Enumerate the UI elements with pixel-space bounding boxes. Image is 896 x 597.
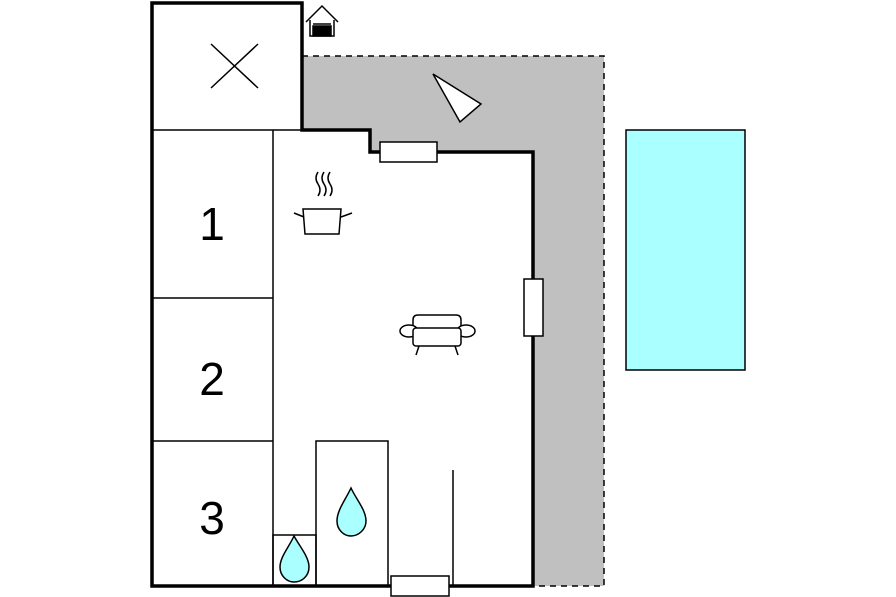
outer-walls — [150, 1, 535, 588]
window-north — [379, 141, 438, 163]
water-drop-icon — [336, 486, 367, 537]
window-east — [523, 278, 544, 337]
windows — [379, 141, 544, 597]
water-drop-icon — [279, 534, 310, 583]
swimming-pool — [625, 129, 746, 371]
sofa-icon — [399, 314, 476, 356]
closed-room-cross-icon — [210, 43, 259, 89]
room-label-1: 1 — [199, 198, 225, 250]
room-label-3: 3 — [199, 492, 225, 544]
interior-walls — [152, 129, 454, 587]
window-south — [390, 575, 450, 597]
cooking-pot-icon — [293, 171, 353, 235]
room-label-2: 2 — [199, 353, 225, 405]
house-entrance-icon — [305, 4, 339, 37]
terrace-dashed-edge — [302, 55, 605, 587]
umbrella-icon — [432, 73, 483, 124]
